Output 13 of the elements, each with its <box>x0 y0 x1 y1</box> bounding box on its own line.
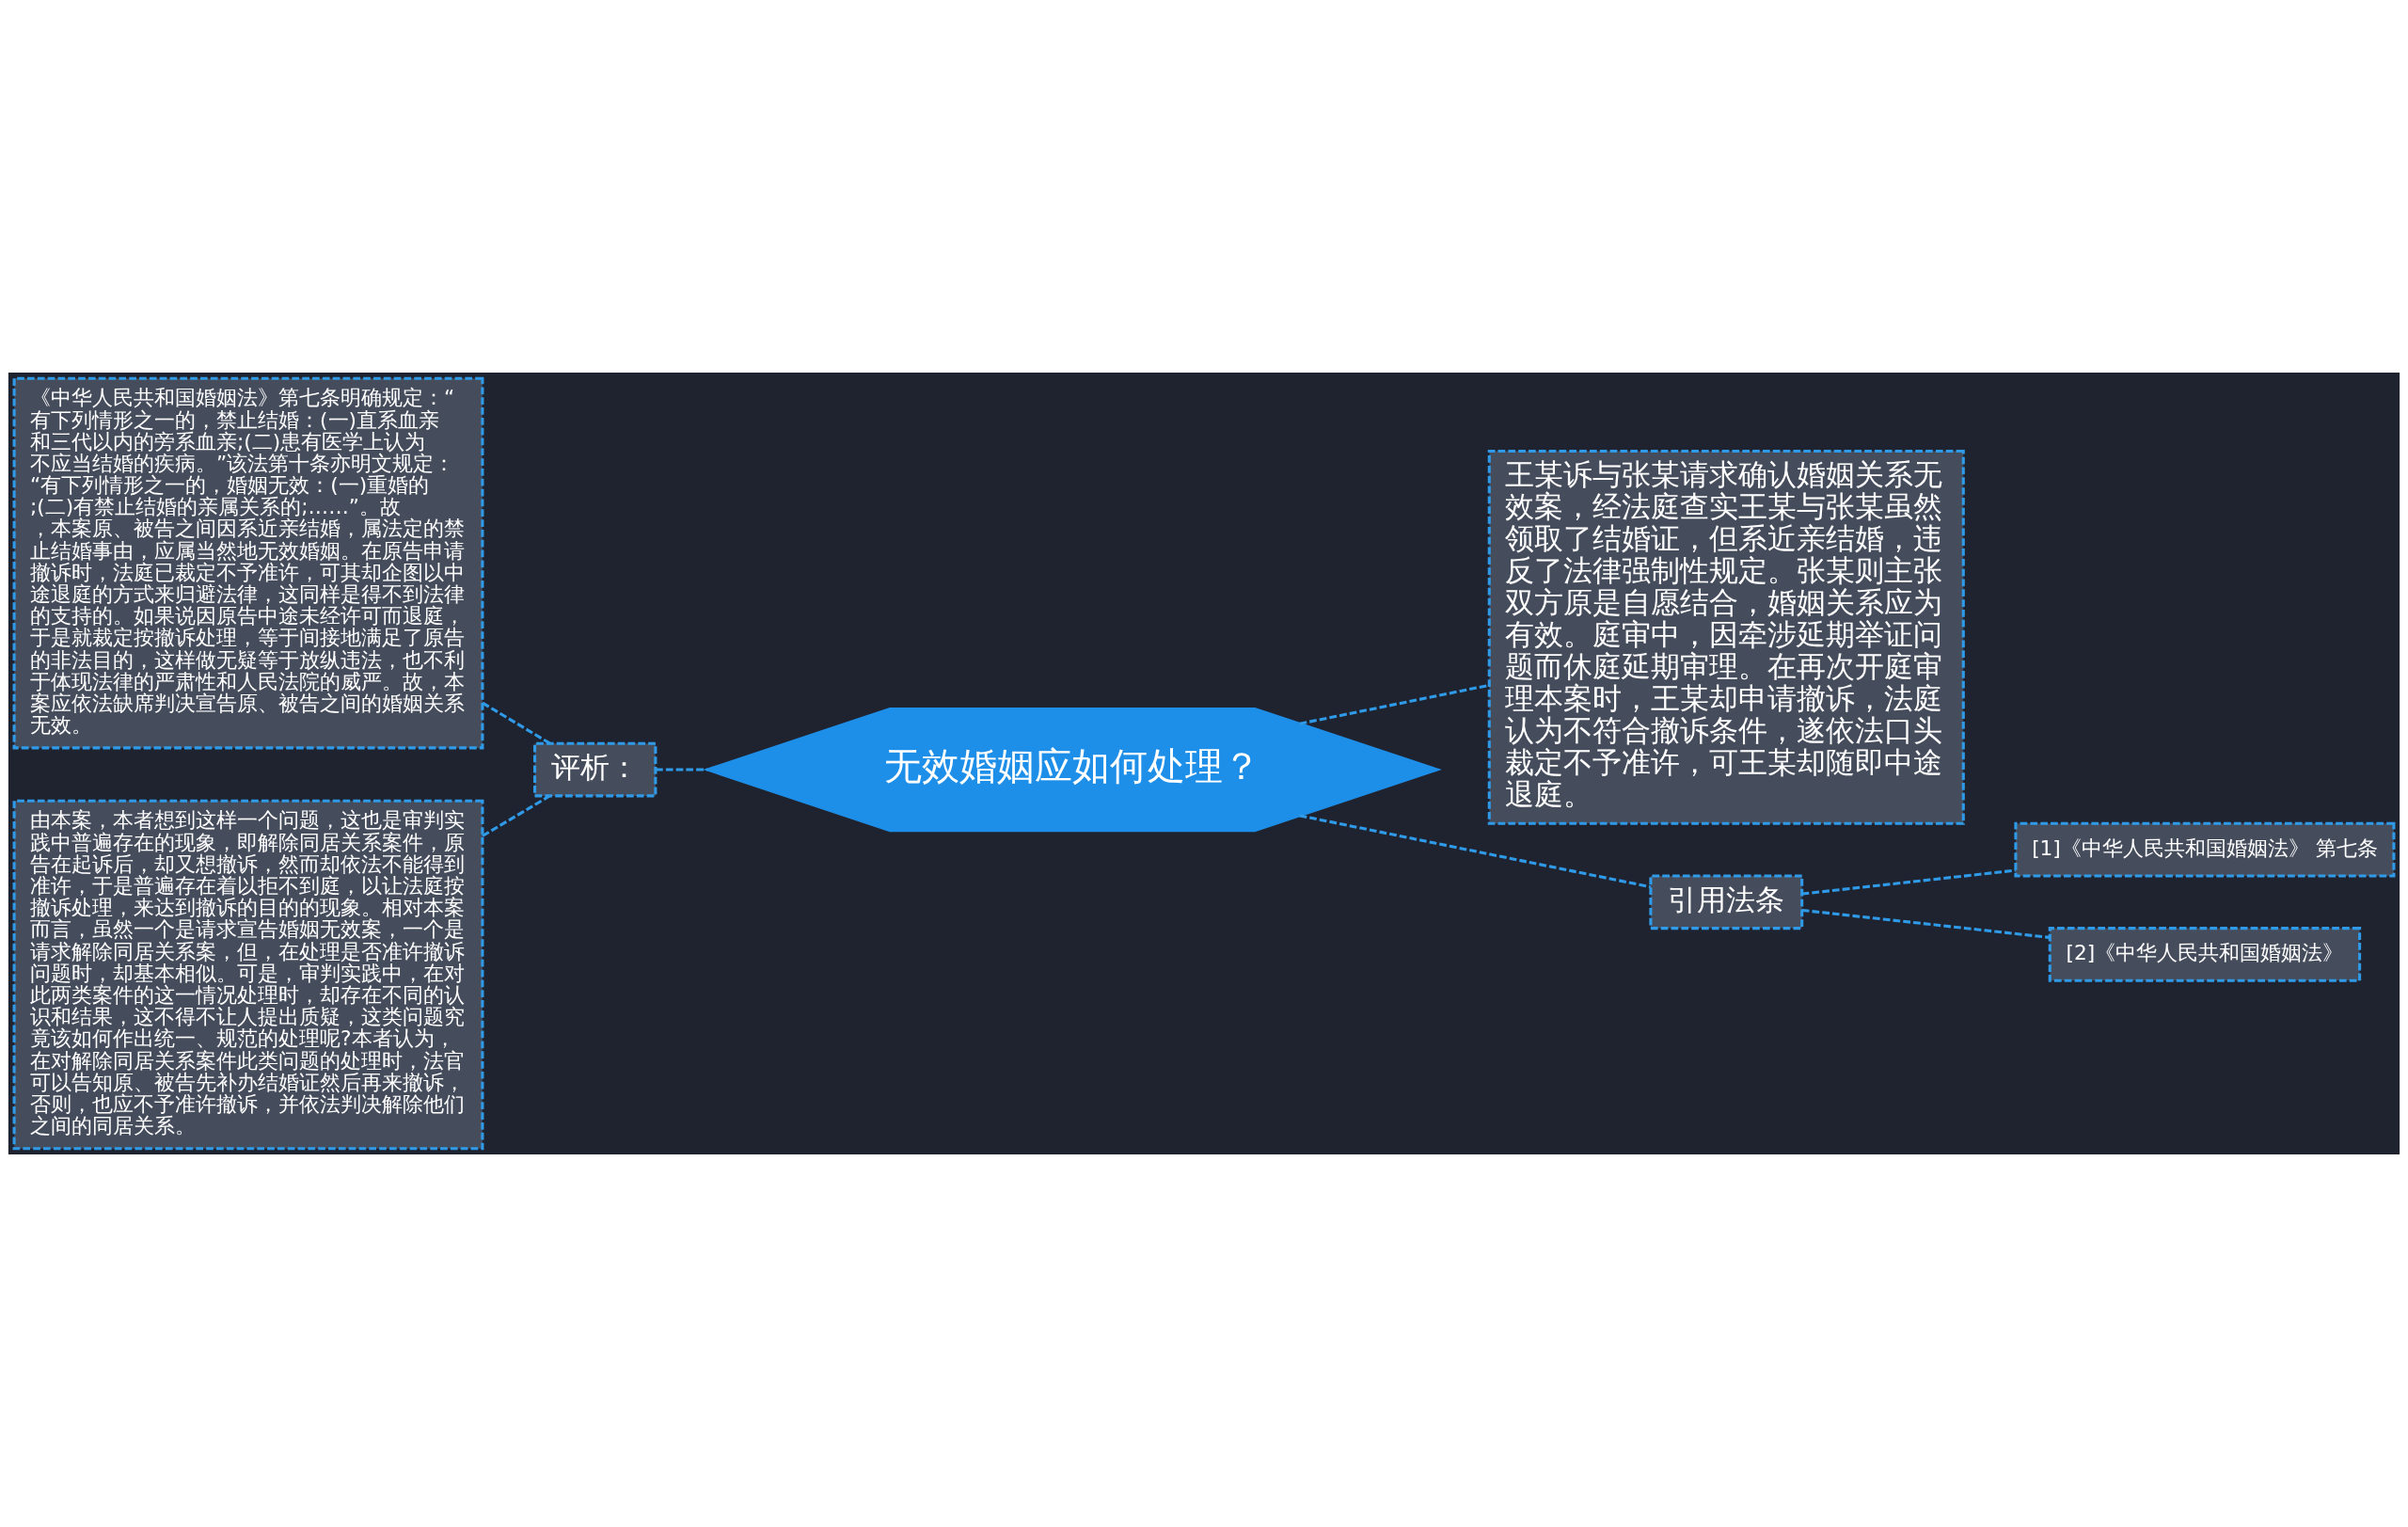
connector <box>482 794 551 837</box>
node-box: 由本案，本者想到这样一个问题，这也是审判实践中普遍存在的现象，即解除同居关系案件，原告在起诉后，却又想撤诉，然而却依法不能得到准许，于是普遍存在着以拒不到庭，以让法庭按撤诉处理，来达到撤诉的目的的现象。相对本案而言，虽然一个是请求宣告婚姻无效案，一个是请求解除同居关系案，但，在处理是否准许撤诉问题时，却基本相似。可是，审判实践中，在对此两类案件的这一情况处理时，却存在不同的认识和结果，这不得不让人提出质疑，这类问题究竟该如何作出统一、规范的处理呢?本者认为，在对解除同居关系案件此类问题的处理时，法官可以告知原、被告先补办结婚证然后再来撤诉，否则，也应不予准许撤诉，并依法判决解除他们之间的同居关系。 <box>12 799 484 1151</box>
connector <box>1801 868 2017 896</box>
connector <box>1801 908 2050 939</box>
node-box: 《中华人民共和国婚姻法》第七条明确规定：“有下列情形之一的，禁止结婚：(一)直系血亲和三代以内的旁系血亲;(二)患有医学上认为不应当结婚的疾病。”该法第十条亦明文规定：“有下列情形之一的，婚姻无效：(一)重婚的;(二)有禁止结婚的亲属关系的;……”。故，本案原、被告之间因系近亲结婚，属法定的禁止结婚事由，应属当然地无效婚姻。在原告申请撤诉时，法庭已裁定不予准许，可其却企图以中途退庭的方式来归避法律，这同样是得不到法律的支持的。如果说因原告中途未经许可而退庭，于是就裁定按撤诉处理，等于间接地满足了原告的非法目的，这样做无疑等于放纵违法，也不利于体现法律的严肃性和人民法院的威严。故，本案应依法缺席判决宣告原、被告之间的婚姻关系无效。 <box>12 376 484 750</box>
connector <box>656 768 708 771</box>
node-box: 王某诉与张某请求确认婚姻关系无效案，经法庭查实王某与张某虽然领取了结婚证，但系近亲结婚，违反了法律强制性规定。张某则主张双方原是自愿结合，婚姻关系应为有效。庭审中，因牵涉延期举证问题而休庭延期审理。在再次开庭审理本案时，王某却申请撤诉，法庭认为不符合撤诉条件，遂依法口头裁定不予准许，可王某却随即中途退庭。 <box>1487 449 1965 825</box>
node-box: 评析： <box>533 741 657 798</box>
node-box: [1]《中华人民共和国婚姻法》 第七条 <box>2014 821 2396 878</box>
connector <box>482 701 551 745</box>
connector <box>1299 814 1651 889</box>
node-box: 引用法条 <box>1649 874 1804 931</box>
node-box: [2]《中华人民共和国婚姻法》 <box>2048 927 2362 982</box>
